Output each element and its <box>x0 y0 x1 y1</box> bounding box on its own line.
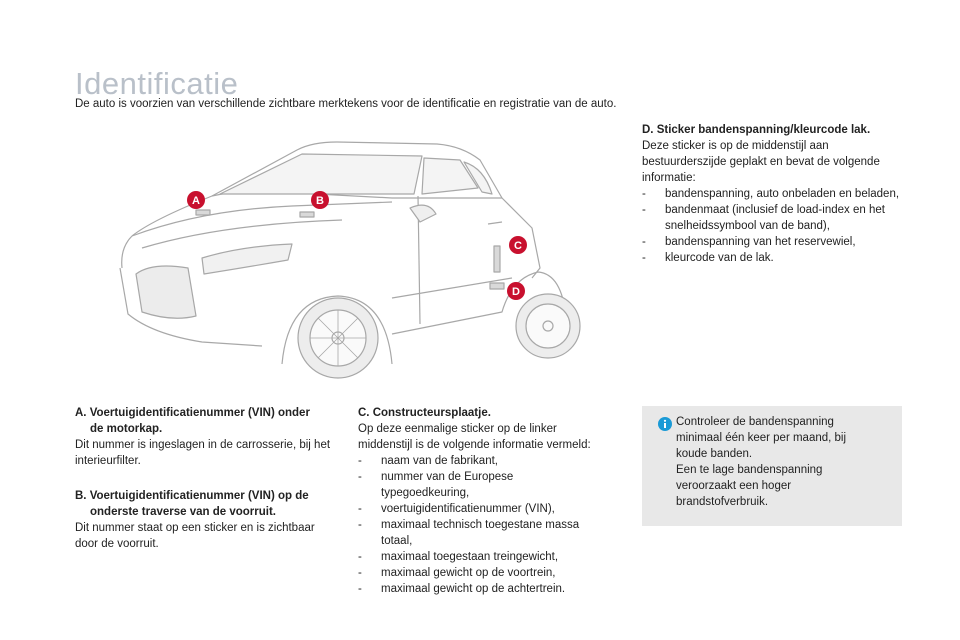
tip-line-2: Een te lage bandenspanning veroorzaakt e… <box>676 464 823 508</box>
marker-d: D <box>507 282 525 300</box>
section-d-body: Deze sticker is op de middenstijl aan be… <box>642 140 880 184</box>
svg-text:B: B <box>316 195 324 207</box>
section-a-body: Dit nummer is ingeslagen in de carrosser… <box>75 439 331 467</box>
list-item: naam van de fabrikant, <box>358 453 603 469</box>
section-c: C. Constructeursplaatje. Op deze eenmali… <box>358 405 603 597</box>
section-a-heading: A. Voertuigidentificatienummer (VIN) ond… <box>75 407 310 419</box>
section-a-heading-cont: de motorkap. <box>90 423 163 435</box>
section-d-heading: D. Sticker bandenspanning/kleurcode lak. <box>642 124 871 136</box>
section-c-body: Op deze eenmalige sticker op de linker m… <box>358 423 591 451</box>
info-icon <box>658 417 672 431</box>
tip-box: Controleer de bandenspanning minimaal éé… <box>642 406 902 526</box>
list-item: voertuigidentificatienummer (VIN), <box>358 501 603 517</box>
svg-text:A: A <box>192 195 200 207</box>
list-item: maximaal technisch toegestane massa tota… <box>358 517 603 549</box>
marker-b: B <box>311 191 329 209</box>
section-b-heading: B. Voertuigidentificatienummer (VIN) op … <box>75 490 309 502</box>
section-d: D. Sticker bandenspanning/kleurcode lak.… <box>642 122 912 266</box>
list-item: maximaal gewicht op de voortrein, <box>358 565 603 581</box>
intro-text: De auto is voorzien van verschillende zi… <box>75 98 617 110</box>
list-item: kleurcode van de lak. <box>642 250 912 266</box>
section-b: B. Voertuigidentificatienummer (VIN) op … <box>75 488 340 552</box>
list-item: bandenmaat (inclusief de load-index en h… <box>642 202 912 234</box>
list-item: bandenspanning, auto onbeladen en belade… <box>642 186 912 202</box>
list-item: maximaal gewicht op de achtertrein. <box>358 581 603 597</box>
car-illustration: A B C D <box>119 141 581 379</box>
list-item: nummer van de Europese typegoedkeuring, <box>358 469 603 501</box>
section-c-list: naam van de fabrikant, nummer van de Eur… <box>358 453 603 597</box>
section-b-heading-cont: onderste traverse van de voorruit. <box>90 506 276 518</box>
tip-line-1: Controleer de bandenspanning minimaal éé… <box>676 416 847 460</box>
section-b-body: Dit nummer staat op een sticker en is zi… <box>75 522 315 550</box>
marker-a: A <box>187 191 205 209</box>
page-title: Identificatie <box>75 66 239 101</box>
svg-text:C: C <box>514 240 522 252</box>
section-a: A. Voertuigidentificatienummer (VIN) ond… <box>75 405 340 469</box>
tip-text: Controleer de bandenspanning minimaal éé… <box>676 414 876 510</box>
marker-c: C <box>509 236 527 254</box>
section-c-heading: C. Constructeursplaatje. <box>358 407 491 419</box>
section-d-list: bandenspanning, auto onbeladen en belade… <box>642 186 912 266</box>
list-item: maximaal toegestaan treingewicht, <box>358 549 603 565</box>
svg-text:D: D <box>512 286 520 298</box>
list-item: bandenspanning van het reservewiel, <box>642 234 912 250</box>
